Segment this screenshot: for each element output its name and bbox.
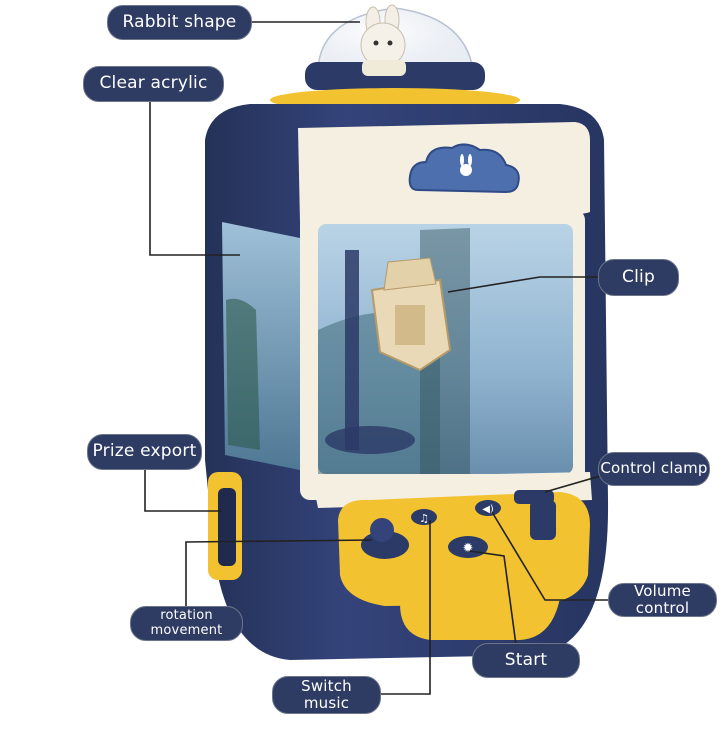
- label-switch-music: Switch music: [272, 676, 381, 714]
- label-text: Control clamp: [600, 459, 708, 478]
- label-control-clamp: Control clamp: [598, 452, 710, 486]
- label-text: Prize export: [92, 441, 197, 462]
- label-text: Start: [504, 649, 548, 670]
- label-text: Clear acrylic: [99, 73, 208, 94]
- label-text: rotation movement: [150, 607, 223, 638]
- svg-text:◀): ◀): [482, 504, 494, 515]
- machine-body: ♫ ◀) ✹: [205, 104, 609, 660]
- rabbit-figure: [360, 4, 406, 76]
- label-clip: Clip: [598, 259, 679, 296]
- label-rabbit-shape: Rabbit shape: [107, 5, 252, 40]
- leader-lines: [144, 21, 608, 695]
- label-clear-acrylic: Clear acrylic: [83, 66, 224, 102]
- label-rotation-movement: rotation movement: [130, 606, 243, 641]
- label-text: Volume control: [634, 581, 691, 617]
- rabbit-logo-icon: [408, 143, 520, 194]
- prize-export-slot: [208, 472, 242, 580]
- control-panel: ♫ ◀) ✹: [338, 490, 590, 640]
- sun-icon: ✹: [448, 536, 488, 558]
- speaker-icon: ◀): [475, 500, 501, 516]
- music-note-icon: ♫: [411, 509, 437, 525]
- svg-text:✹: ✹: [463, 541, 474, 556]
- claw: [370, 257, 452, 372]
- label-text: Switch music: [301, 676, 352, 712]
- label-volume-control: Volume control: [608, 581, 717, 617]
- label-prize-export: Prize export: [87, 434, 202, 470]
- svg-text:♫: ♫: [419, 512, 429, 525]
- label-start: Start: [472, 643, 580, 678]
- label-text: Rabbit shape: [122, 11, 237, 32]
- label-text: Clip: [622, 266, 655, 287]
